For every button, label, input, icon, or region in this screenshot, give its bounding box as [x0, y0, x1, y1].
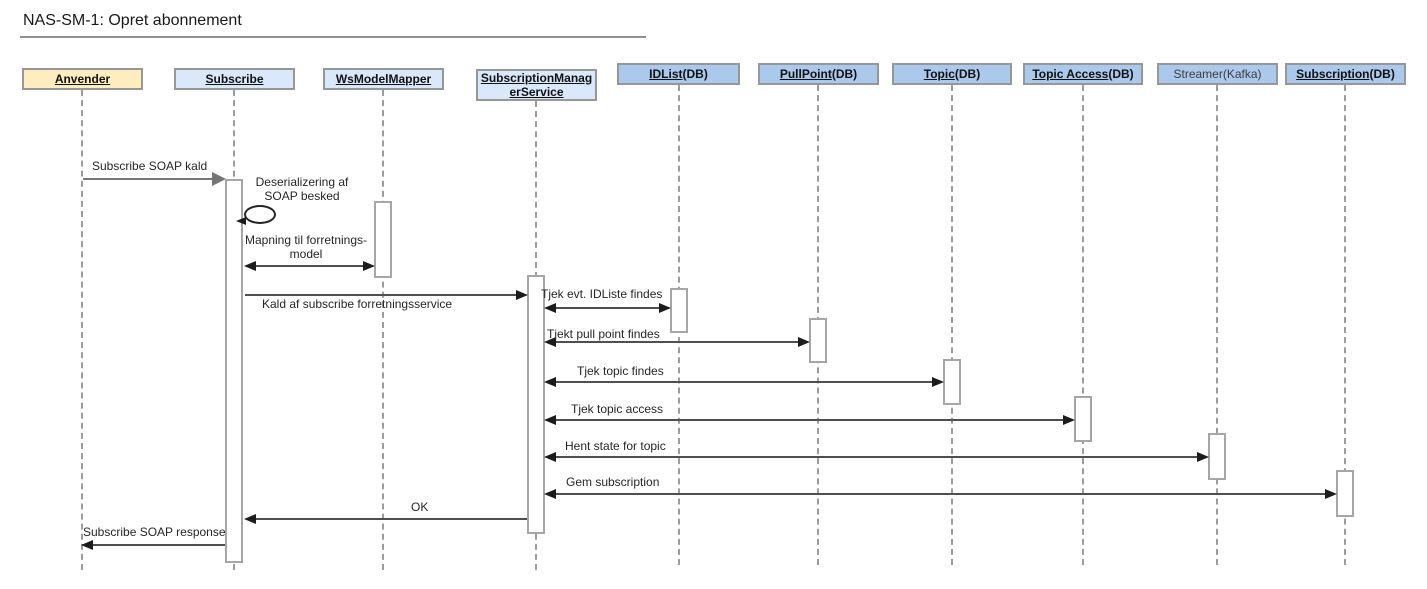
lifeline-wsmodelmapper — [382, 90, 384, 570]
message-line-kald-af-subscribe — [245, 290, 528, 300]
message-line-ok — [244, 514, 527, 524]
participant-wsmodelmapper: WsModelMapper — [323, 68, 444, 90]
message-line-subscribe-soap-response — [81, 540, 225, 550]
arrowhead-left-icon — [544, 452, 556, 462]
self-message-loop-icon — [244, 205, 276, 224]
lifeline-anvender — [81, 90, 83, 570]
message-label-tjek-topic-findes: Tjek topic findes — [577, 364, 664, 378]
activation-wsmodelmapper — [374, 201, 392, 278]
message-label-kald-af-subscribe: Kald af subscribe forretningsservice — [262, 297, 453, 311]
participant-streamer-kafka: Streamer(Kafka) — [1157, 63, 1278, 85]
arrowhead-left-icon — [244, 514, 256, 524]
lifeline-subscription-db — [1344, 85, 1346, 565]
arrowhead-left-icon — [544, 415, 556, 425]
message-label-mapning: Mapning til forretnings-model — [244, 233, 368, 262]
message-line-gem-subscription — [544, 489, 1337, 499]
arrowhead-left-icon — [544, 377, 556, 387]
participant-subscribe: Subscribe — [174, 68, 295, 90]
arrowhead-right-icon — [932, 377, 944, 387]
activation-subscriptionmanagerservice — [527, 275, 545, 534]
activation-topic-db — [943, 359, 961, 405]
arrowhead-left-icon — [236, 217, 246, 225]
arrowhead-right-icon — [212, 172, 226, 186]
message-label-deserializering: Deserializering af SOAP besked — [255, 175, 349, 204]
message-label-tjek-idliste: Tjek evt. IDListe findes — [541, 287, 663, 301]
activation-subscription-db — [1336, 470, 1354, 517]
lifeline-topic-db — [951, 85, 953, 565]
message-line-tjek-idliste — [544, 303, 671, 313]
arrowhead-right-icon — [798, 337, 810, 347]
activation-idlist-db — [670, 288, 688, 333]
message-label-subscribe-soap-response: Subscribe SOAP response — [83, 525, 226, 539]
arrowhead-left-icon — [81, 540, 93, 550]
arrowhead-right-icon — [659, 303, 671, 313]
lifeline-topic-access-db — [1082, 85, 1084, 565]
participant-anvender: Anvender — [22, 68, 143, 90]
activation-streamer-kafka — [1208, 433, 1226, 480]
arrowhead-right-icon — [1325, 489, 1337, 499]
message-line-mapning — [244, 261, 375, 271]
message-label-tjekt-pull-point: Tjekt pull point findes — [547, 327, 660, 341]
participant-topic-access-db: Topic Access(DB) — [1023, 63, 1143, 85]
participant-idlist-db: IDList(DB) — [617, 63, 740, 85]
diagram-title: NAS-SM-1: Opret abonnement — [23, 12, 242, 29]
arrowhead-right-icon — [516, 290, 528, 300]
participant-subscriptionmanagerservice: SubscriptionManagerService — [476, 69, 597, 101]
arrowhead-right-icon — [1063, 415, 1075, 425]
activation-pullpoint-db — [809, 318, 827, 363]
message-label-ok: OK — [411, 500, 429, 514]
message-line-tjekt-pull-point — [544, 337, 810, 347]
arrowhead-left-icon — [544, 337, 556, 347]
title-underline — [20, 36, 646, 38]
participant-subscription-db: Subscription(DB) — [1285, 63, 1406, 85]
message-line-tjek-topic-findes — [544, 377, 944, 387]
message-line-subscribe-soap-kald — [83, 172, 226, 186]
message-line-tjek-topic-access — [544, 415, 1075, 425]
arrowhead-right-icon — [1197, 452, 1209, 462]
message-label-tjek-topic-access: Tjek topic access — [571, 402, 664, 416]
activation-subscribe — [225, 179, 243, 563]
message-line-hent-state — [544, 452, 1209, 462]
arrowhead-left-icon — [544, 303, 556, 313]
message-label-gem-subscription: Gem subscription — [566, 475, 660, 489]
arrowhead-left-icon — [544, 489, 556, 499]
arrowhead-left-icon — [244, 261, 256, 271]
message-label-hent-state: Hent state for topic — [565, 439, 666, 453]
participant-pullpoint-db: PullPoint(DB) — [758, 63, 879, 85]
message-label-subscribe-soap-kald: Subscribe SOAP kald — [92, 159, 208, 173]
lifeline-streamer-kafka — [1216, 85, 1218, 565]
activation-topic-access-db — [1074, 396, 1092, 442]
arrowhead-right-icon — [363, 261, 375, 271]
participant-topic-db: Topic(DB) — [892, 63, 1012, 85]
